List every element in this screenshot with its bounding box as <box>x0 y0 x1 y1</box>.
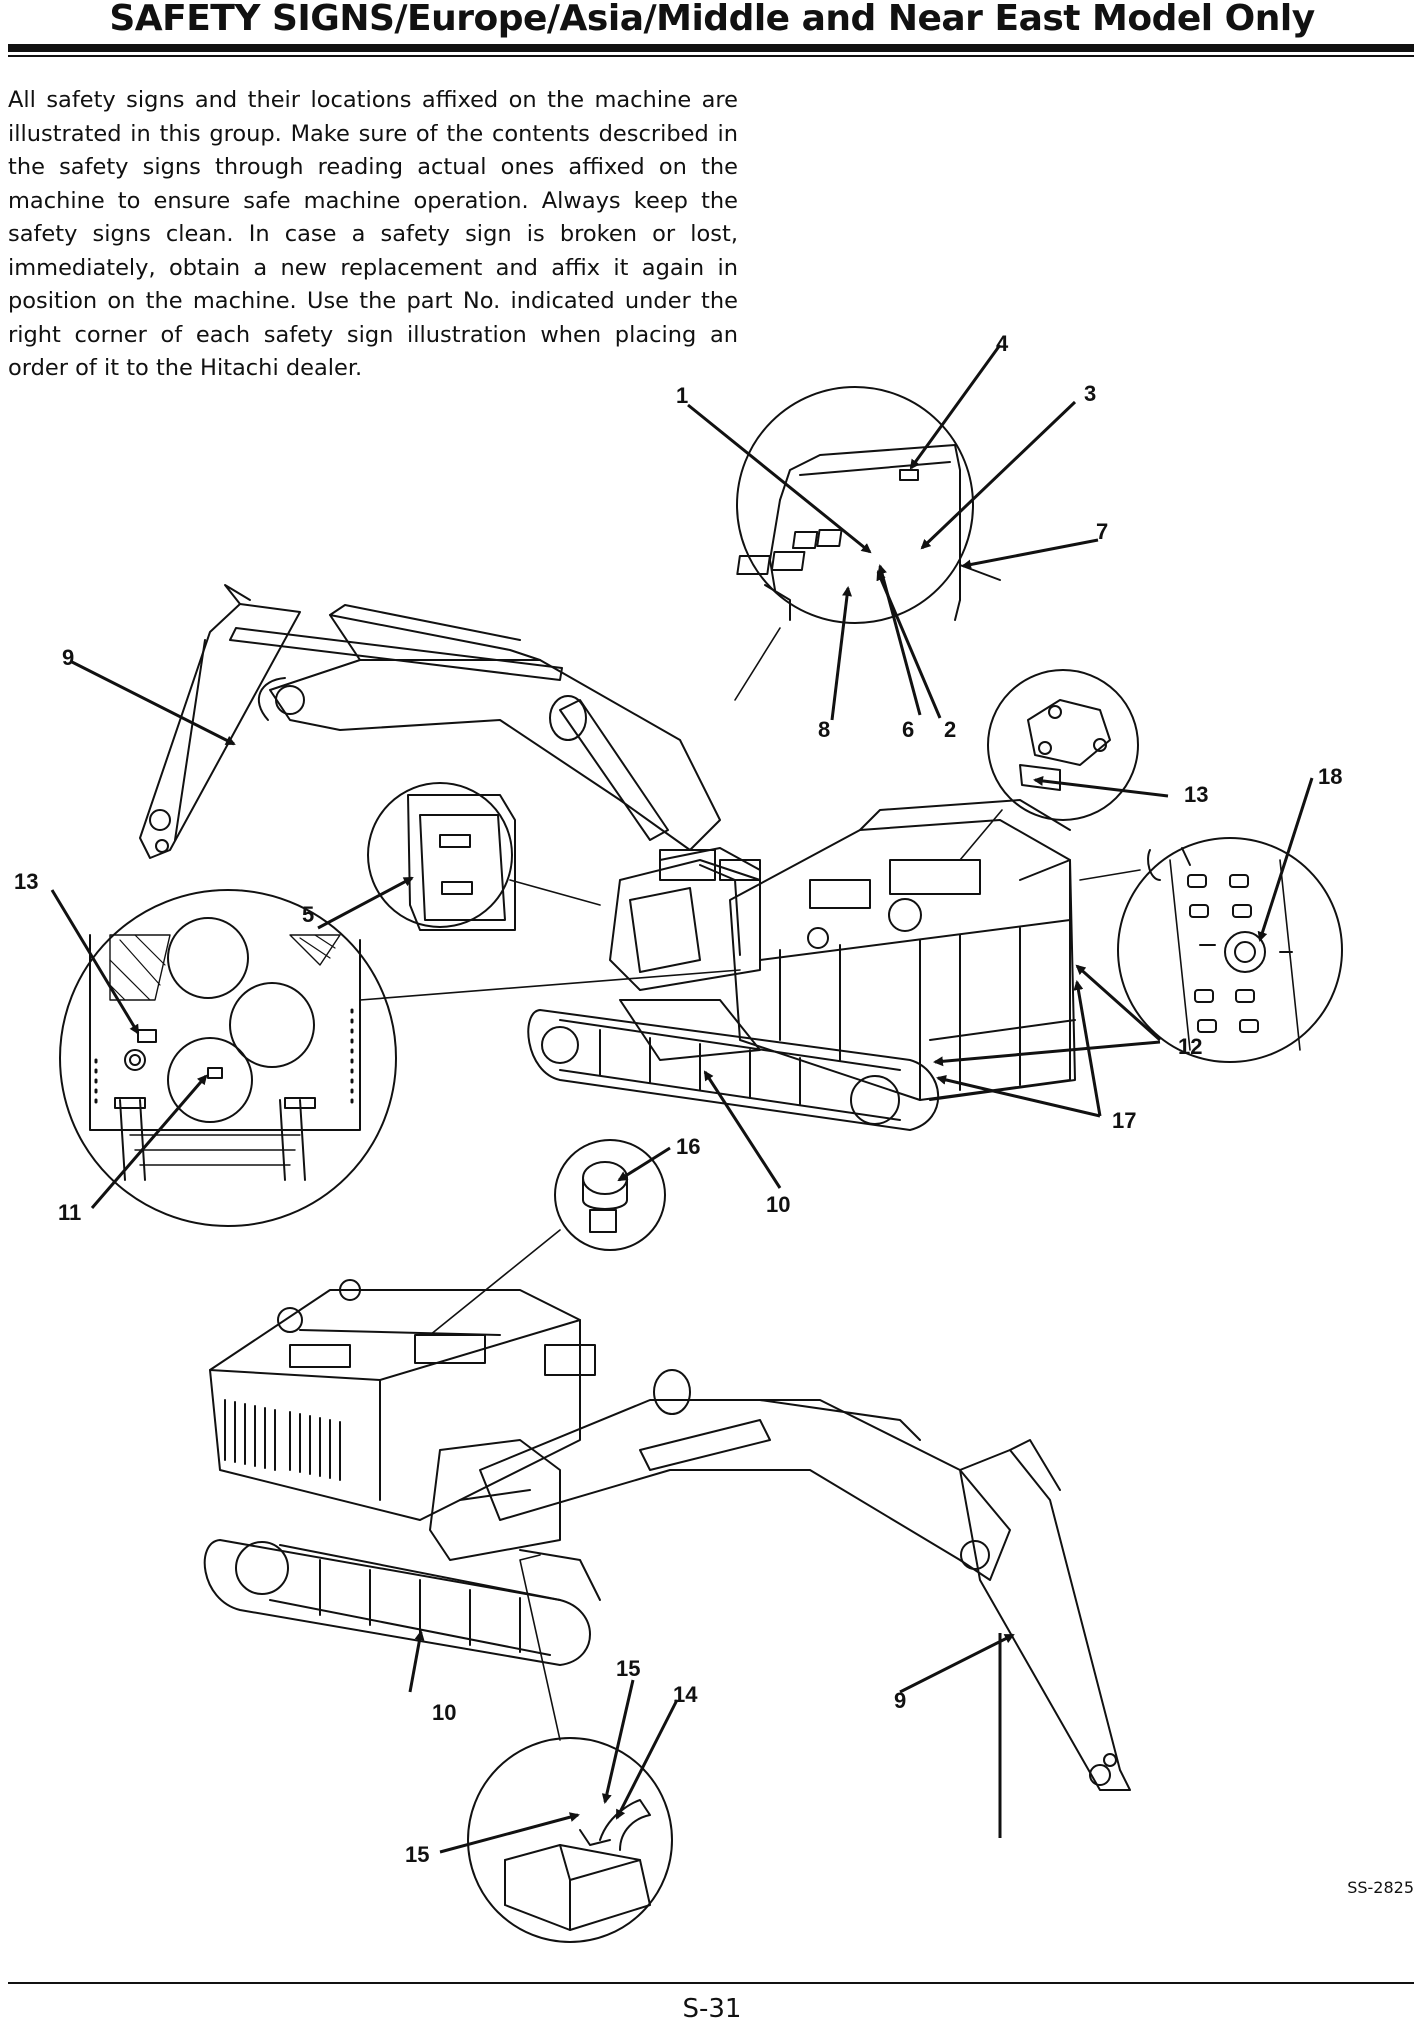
callout-13-right: 13 <box>1184 782 1208 807</box>
title-rule-thin <box>8 55 1414 57</box>
intro-paragraph: All safety signs and their locations aff… <box>8 84 738 386</box>
callout-10-upper: 10 <box>766 1192 790 1217</box>
detail-tank-top <box>59 889 741 1227</box>
page-title: SAFETY SIGNS/Europe/Asia/Middle and Near… <box>109 0 1315 39</box>
callout-8: 8 <box>818 717 830 742</box>
callout-13-left: 13 <box>14 869 38 894</box>
callout-6: 6 <box>902 717 914 742</box>
callout-15-upper: 15 <box>616 1656 640 1681</box>
callout-16: 16 <box>676 1134 700 1159</box>
detail-cab-interior <box>367 782 601 931</box>
figure-code: SS-2825 <box>1347 1878 1414 1897</box>
callout-17: 17 <box>1112 1108 1136 1133</box>
lower-excavator-illustration <box>203 1279 1131 1791</box>
callout-2: 2 <box>944 717 956 742</box>
callout-3: 3 <box>1084 381 1096 406</box>
detail-handrail <box>467 1554 673 1943</box>
title-rule-thick <box>8 44 1414 52</box>
callout-15-lower: 15 <box>405 1842 429 1867</box>
leader-lines <box>50 344 1314 1854</box>
detail-engine-top <box>1079 837 1343 1063</box>
callout-14: 14 <box>673 1682 698 1707</box>
callout-7: 7 <box>1096 519 1108 544</box>
callout-18: 18 <box>1318 764 1342 789</box>
upper-excavator-illustration <box>139 584 1076 1131</box>
page-number: S-31 <box>682 1994 742 2024</box>
callout-12: 12 <box>1178 1034 1202 1059</box>
callout-1: 1 <box>676 383 688 408</box>
callout-9-lower: 9 <box>894 1688 906 1713</box>
intro-text: All safety signs and their locations aff… <box>8 87 738 381</box>
detail-cab-roof <box>734 386 1001 701</box>
callout-11: 11 <box>58 1200 81 1225</box>
footer-rule <box>8 1982 1414 1984</box>
detail-fuel-cap <box>959 669 1139 861</box>
callout-9-upper: 9 <box>62 645 74 670</box>
detail-cylinder-tip <box>429 1139 666 1336</box>
callout-4: 4 <box>996 331 1009 356</box>
callout-10-lower: 10 <box>432 1700 456 1725</box>
callout-5: 5 <box>302 902 314 927</box>
